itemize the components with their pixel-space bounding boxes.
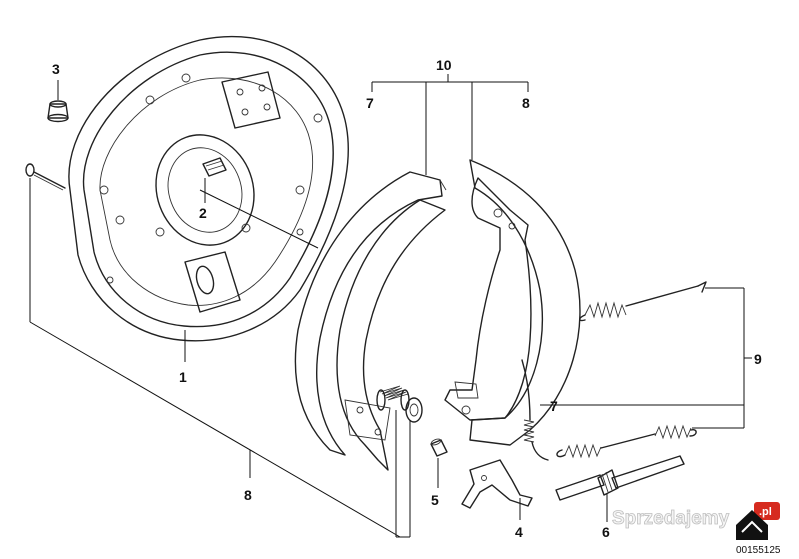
watermark-badge-text: .pl (759, 506, 772, 518)
callout-9: 9 (754, 351, 762, 367)
callout-6: 6 (602, 524, 610, 540)
shoe-return-spring (521, 359, 549, 461)
retaining-pin (25, 163, 66, 191)
watermark-text: Sprzedajemy (612, 508, 730, 529)
lower-spring (556, 424, 697, 459)
adjuster-screw (555, 455, 685, 501)
callout-5: 5 (431, 492, 439, 508)
logo-mark-icon (736, 510, 768, 540)
reference-number: 00155125 (736, 545, 781, 556)
stud-bolt (202, 157, 227, 177)
callout-7-top: 7 (366, 95, 374, 111)
callout-2: 2 (199, 205, 207, 221)
brake-shoe-front (294, 171, 447, 471)
callout-7-mid: 7 (550, 398, 558, 414)
watermark: Sprzedajemy .pl (612, 502, 780, 529)
callout-3: 3 (52, 61, 60, 77)
bushing-pin (430, 438, 448, 457)
callout-4: 4 (515, 524, 523, 540)
upper-spring (579, 281, 707, 322)
watermark-badge-icon (754, 502, 780, 520)
callout-10: 10 (436, 57, 452, 73)
backing-plate (68, 35, 349, 342)
brake-shoe-rear (444, 159, 581, 446)
callout-1: 1 (179, 369, 187, 385)
plug-nut (47, 100, 69, 123)
adjuster-lever (461, 459, 533, 509)
callout-8-top: 8 (522, 95, 530, 111)
hold-down-cup (405, 397, 423, 423)
leader-lines (29, 74, 752, 538)
callout-8-bottom: 8 (244, 487, 252, 503)
